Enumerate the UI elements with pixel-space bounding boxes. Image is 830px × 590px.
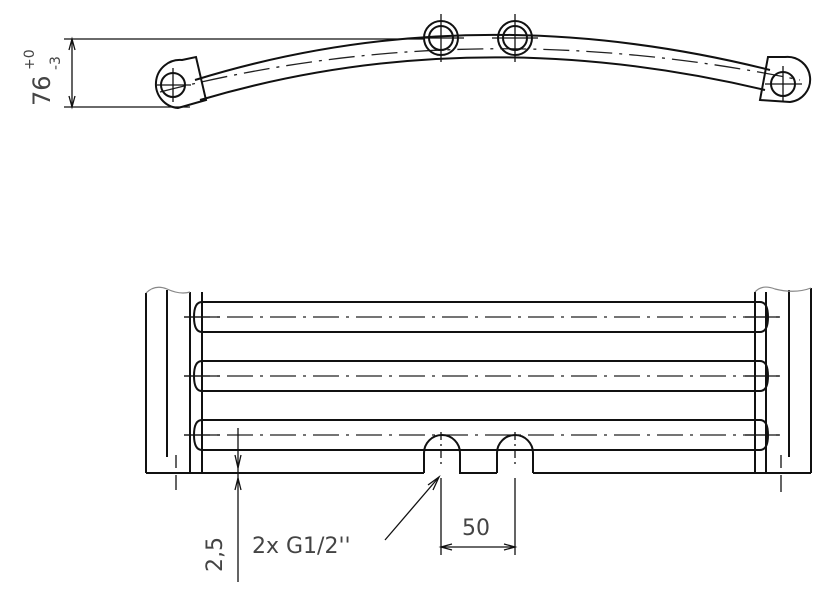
rail-3 bbox=[184, 419, 780, 451]
connection-stub-right bbox=[496, 432, 534, 473]
rail-2 bbox=[184, 360, 780, 392]
offset-value: 2,5 bbox=[203, 537, 228, 572]
left-bracket bbox=[154, 55, 208, 110]
rail-1 bbox=[184, 301, 780, 333]
right-bracket bbox=[758, 55, 812, 104]
spacing-dimension: 50 bbox=[438, 478, 518, 555]
tolerance-lower: -3 bbox=[48, 56, 64, 70]
spacing-value: 50 bbox=[462, 516, 490, 541]
right-column bbox=[754, 286, 812, 492]
left-column bbox=[145, 286, 203, 490]
tolerance-upper: +0 bbox=[22, 49, 38, 70]
offset-dimension: 2,5 bbox=[203, 428, 246, 582]
depth-dimension: 76 +0 -3 bbox=[22, 36, 425, 110]
curved-centerline bbox=[159, 48, 801, 93]
top-view: 76 +0 -3 bbox=[22, 14, 812, 110]
depth-value: 76 bbox=[28, 75, 56, 106]
curved-tube-top-edge bbox=[194, 33, 771, 81]
connection-label: 2x G1/2'' bbox=[252, 534, 351, 559]
curved-tube-bottom-edge bbox=[199, 56, 766, 101]
connection-stub-left bbox=[423, 432, 461, 473]
connection-left-top bbox=[418, 14, 464, 62]
connection-leader: 2x G1/2'' bbox=[252, 475, 441, 559]
front-view: 2,5 2x G1/2'' 50 bbox=[145, 286, 812, 582]
connection-right-top bbox=[492, 14, 538, 62]
